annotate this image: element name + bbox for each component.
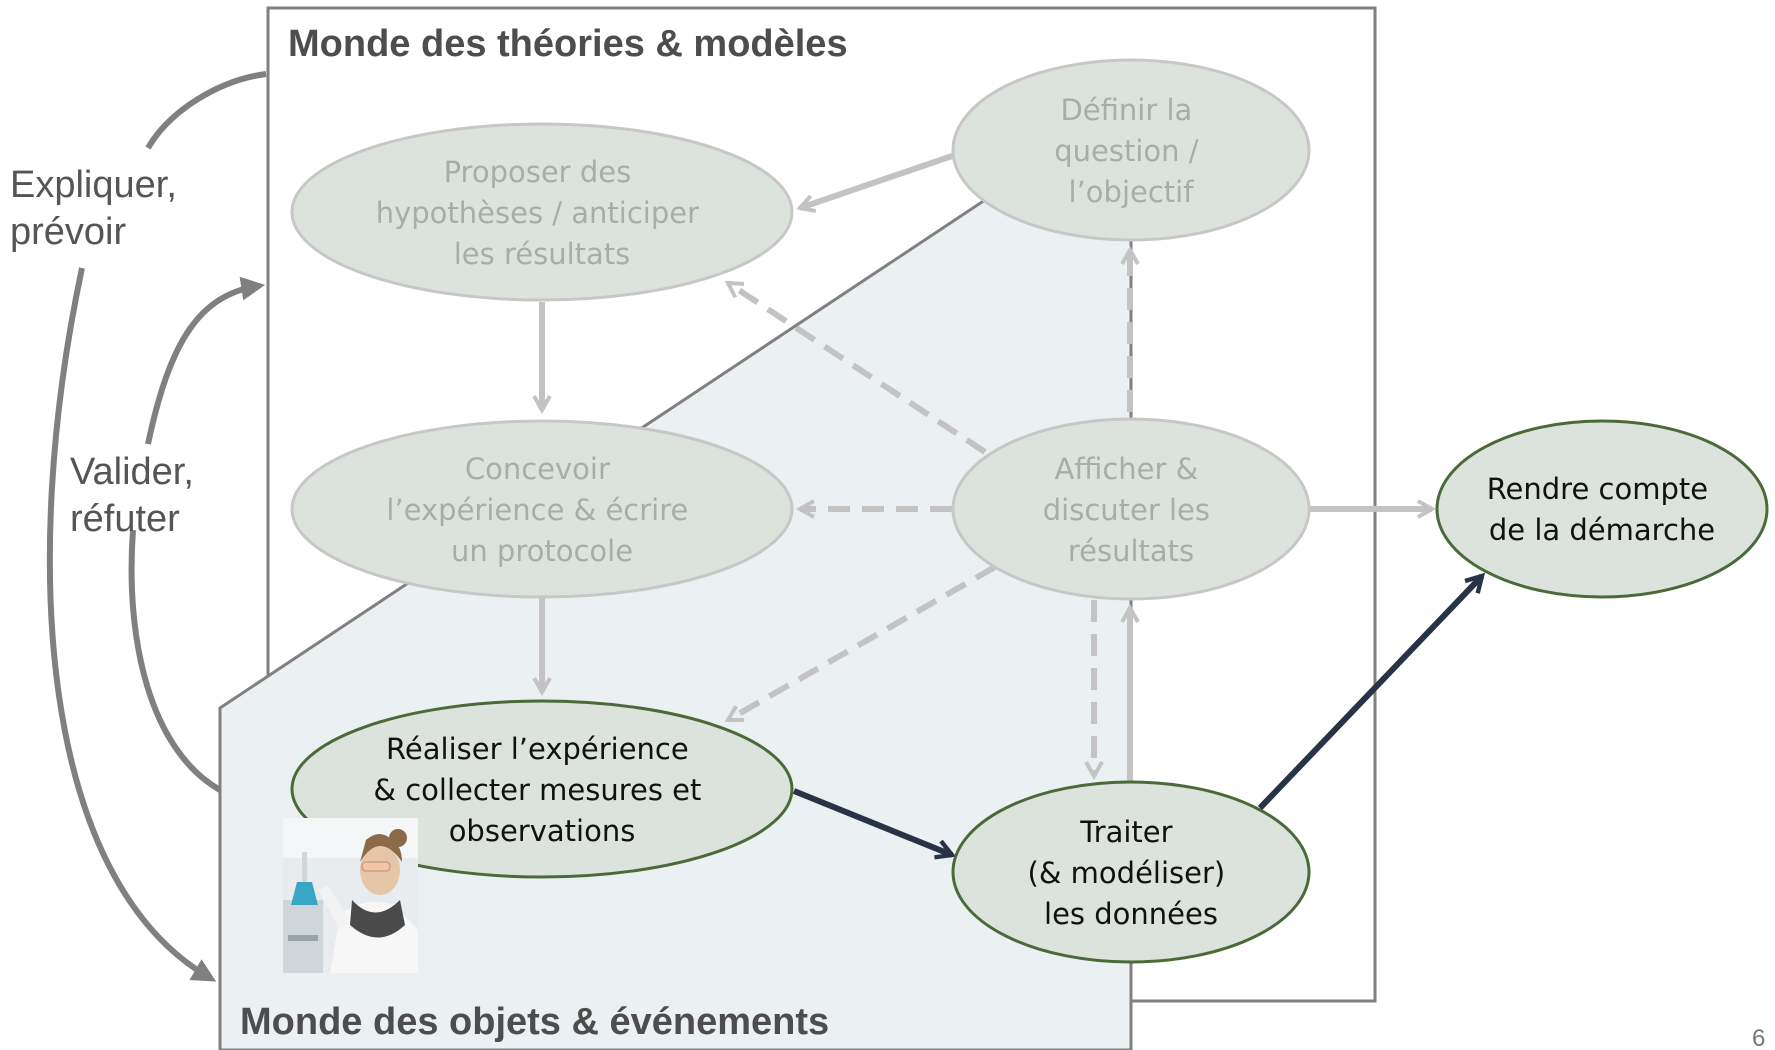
validate-arrow-bottom: [128, 529, 222, 793]
scientist-photo: [283, 818, 418, 973]
explain-arrow-down: [46, 267, 217, 982]
page-number: 6: [1752, 1025, 1765, 1050]
svg-text:Rendre compte de la déma: Rendre compte de la démarche: [1487, 472, 1718, 547]
dashed-display-to-propose: [728, 280, 987, 455]
node-propose: Proposer des hypothèses / anticiper les …: [290, 122, 794, 302]
svg-text:Concevoir l’expérience &: Concevoir l’expérience & écrire un proto…: [386, 452, 697, 568]
node-display: Afficher & discuter les résultats: [951, 417, 1311, 601]
node-define: Définir la question / l’objectif: [951, 58, 1311, 242]
objects-world-title: Monde des objets & événements: [240, 1001, 829, 1043]
arrow-realize-to-process: [792, 788, 952, 855]
explain-label: Expliquer, prévoir: [10, 164, 187, 253]
arrow-define-to-propose: [800, 152, 956, 208]
svg-text:Réaliser l’expérience &: Réaliser l’expérience & collecter mesure…: [373, 732, 710, 848]
explain-arrow-top: [145, 71, 267, 150]
svg-text:Traiter (& modéliser): Traiter (& modéliser) les données: [1028, 815, 1235, 931]
svg-text:Afficher & discuter les: Afficher & discuter les résultats: [1043, 452, 1219, 568]
node-report: Rendre compte de la démarche: [1435, 419, 1769, 599]
node-conceive: Concevoir l’expérience & écrire un proto…: [290, 419, 794, 599]
theories-world-title: Monde des théories & modèles: [288, 23, 848, 65]
validate-label: Valider, réfuter: [70, 451, 205, 540]
validate-arrow-up: [145, 276, 266, 445]
dashed-display-to-realize: [728, 564, 997, 723]
node-process: Traiter (& modéliser) les données: [951, 780, 1311, 964]
arrow-process-to-report: [1257, 576, 1482, 811]
svg-text:Définir la question /: Définir la question / l’objectif: [1054, 93, 1208, 209]
svg-text:Proposer des hypothèses: Proposer des hypothèses / anticiper les …: [376, 155, 709, 271]
